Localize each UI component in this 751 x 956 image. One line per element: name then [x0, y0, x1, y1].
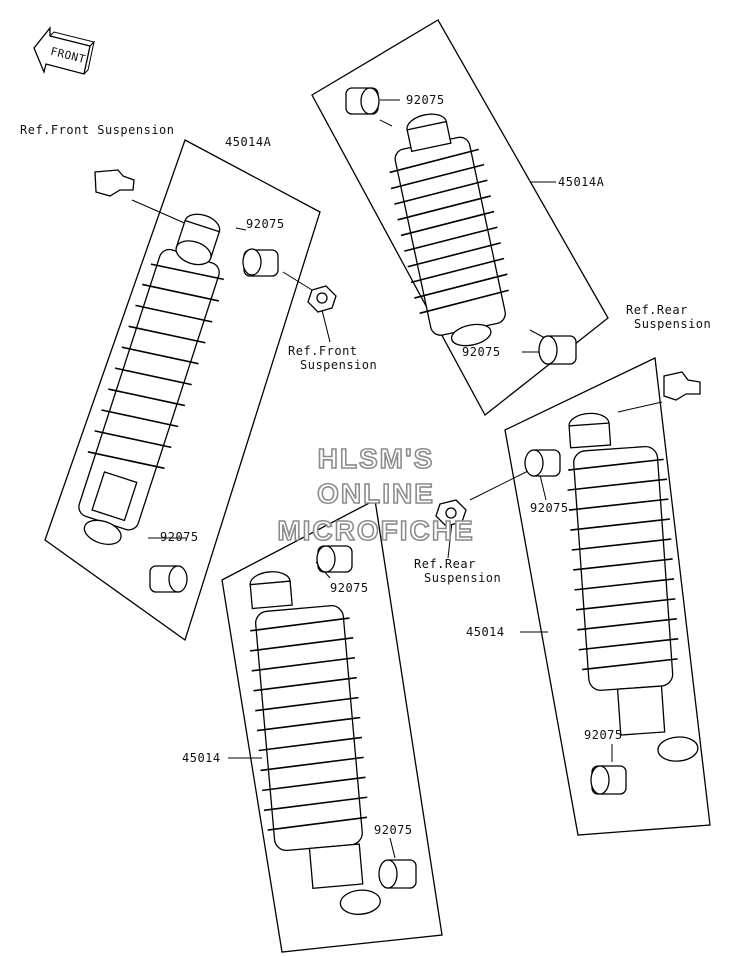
shock-frame-left — [44, 139, 321, 642]
shock-frame-right — [504, 357, 711, 836]
label-ref-rear-suspension-bolt-2: Suspension — [634, 317, 711, 331]
label-ref-front-suspension-nut-1: Ref.Front — [288, 344, 358, 358]
label-part-92075-lower-top: 92075 — [330, 581, 369, 595]
bushing-center-bottom — [538, 335, 577, 365]
label-part-92075-right-bottom: 92075 — [584, 728, 623, 742]
label-ref-front-suspension-bolt: Ref.Front Suspension — [20, 123, 175, 137]
bolt-right — [663, 371, 701, 401]
label-part-45014-lower: 45014 — [182, 751, 221, 765]
label-part-92075-right-top: 92075 — [530, 501, 569, 515]
label-part-92075-lower-bottom: 92075 — [374, 823, 413, 837]
label-part-92075-left-bottom: 92075 — [160, 530, 199, 544]
label-ref-front-suspension-nut-2: Suspension — [300, 358, 377, 372]
shock-frame-lower — [221, 499, 443, 953]
label-ref-rear-suspension-nut-2: Suspension — [424, 571, 501, 585]
front-arrow-icon: FRONT — [33, 26, 95, 75]
label-part-45014A-center: 45014A — [558, 175, 605, 189]
shock-absorber-left — [78, 169, 337, 593]
bushing-left-bottom — [149, 565, 188, 593]
bushing-right-top — [524, 449, 561, 477]
nut-left — [307, 285, 337, 313]
watermark-line2: ONLINE — [317, 478, 435, 509]
label-part-45014A-left: 45014A — [225, 135, 272, 149]
bushing-center-top — [345, 87, 380, 115]
bushing-right-bottom — [590, 765, 627, 795]
label-part-92075-left-top: 92075 — [246, 217, 285, 231]
watermark-line1: HLSM'S — [318, 443, 435, 474]
label-ref-rear-suspension-bolt-1: Ref.Rear — [626, 303, 688, 317]
bushing-lower-top — [316, 545, 353, 573]
bushing-left-top — [242, 248, 279, 277]
label-part-92075-center-top: 92075 — [406, 93, 445, 107]
label-part-45014-right: 45014 — [466, 625, 505, 639]
shock-absorber-center — [345, 87, 577, 365]
label-part-92075-center-bottom: 92075 — [462, 345, 501, 359]
shock-absorber-lower — [249, 545, 417, 915]
bolt-left — [94, 169, 135, 197]
label-ref-rear-suspension-nut-1: Ref.Rear — [414, 557, 476, 571]
shock-absorber-right — [435, 371, 701, 795]
nut-right — [435, 499, 467, 527]
bushing-lower-bottom — [378, 859, 417, 889]
watermark-line3: MICROFICHE — [277, 515, 474, 546]
